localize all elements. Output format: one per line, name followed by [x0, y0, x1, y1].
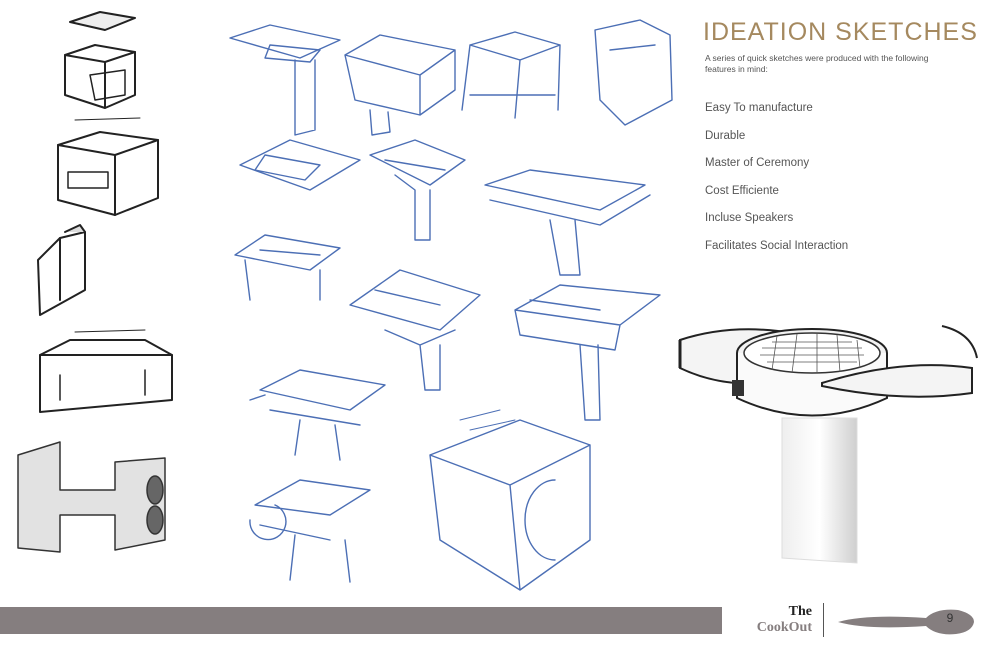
feature-item: Cost Efficiente — [705, 184, 779, 197]
footer-divider — [823, 603, 824, 637]
brand-the: The — [788, 604, 812, 619]
concept-render-illustration — [678, 325, 978, 564]
ideation-sketches-illustration — [17, 11, 673, 591]
feature-list: Easy To manufacture Durable Master of Ce… — [705, 99, 848, 264]
footer-bar — [0, 607, 722, 634]
brand-cookout: CookOut — [756, 620, 812, 635]
sketch-black-box-2 — [57, 117, 159, 216]
brand-logo: The CookOut — [740, 604, 812, 636]
feature-item: Easy To manufacture — [705, 102, 813, 114]
sketch-black-box-4 — [39, 329, 173, 413]
sketch-grey-render — [17, 441, 166, 553]
spoon-icon — [838, 609, 974, 635]
page-number: 9 — [946, 611, 954, 625]
feature-item: Incluse Speakers — [705, 212, 794, 224]
feature-item: Durable — [705, 129, 746, 142]
feature-item: Facilitates Social Interaction — [705, 239, 849, 252]
sketch-black-box-3 — [37, 224, 86, 316]
page-title: IDEATION SKETCHES — [703, 18, 978, 46]
sketch-blue-group — [229, 19, 673, 591]
feature-item: Master of Ceremony — [705, 157, 810, 169]
sketch-black-box-1 — [64, 11, 136, 109]
page-subtitle: A series of quick sketches were produced… — [705, 53, 929, 74]
